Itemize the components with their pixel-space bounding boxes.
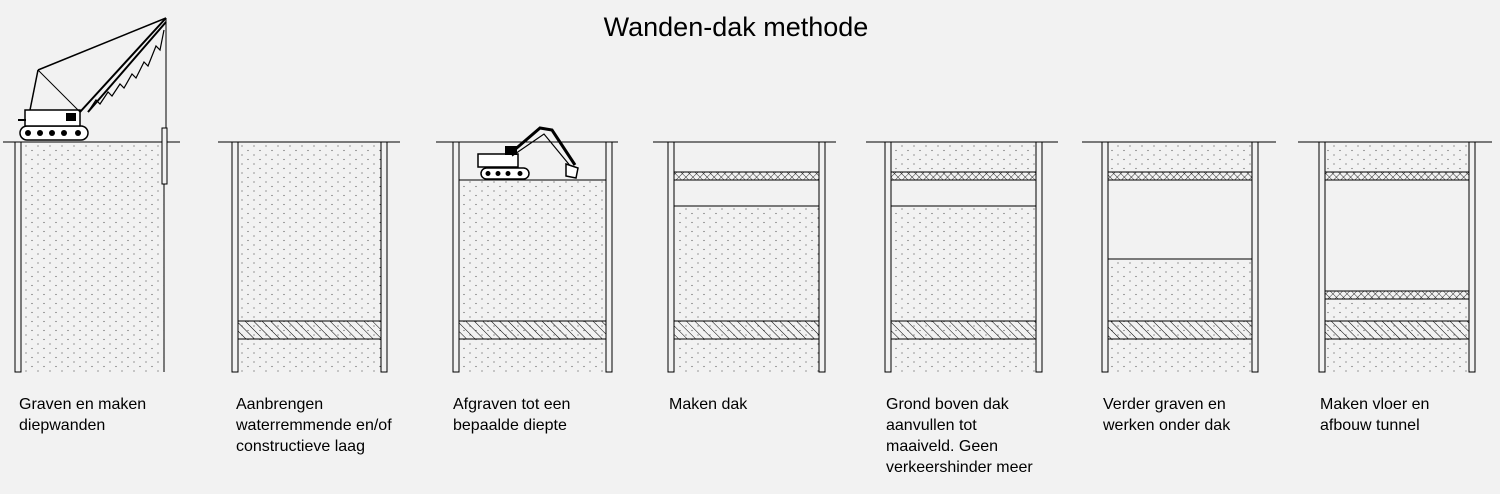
diaphragm-wall-left xyxy=(1318,141,1326,373)
step-5-panel xyxy=(866,141,1058,373)
step-4-panel xyxy=(653,141,836,373)
water-barrier-layer xyxy=(458,320,607,340)
step-6-panel xyxy=(1082,141,1276,373)
diaphragm-wall-left xyxy=(231,141,239,373)
soil xyxy=(891,206,1036,372)
roof-slab xyxy=(890,171,1037,181)
roof-slab xyxy=(1107,171,1253,181)
backfill-soil xyxy=(891,143,1036,172)
step-4-caption: Maken dak xyxy=(669,396,748,413)
water-barrier-layer xyxy=(237,320,382,340)
backfill-soil xyxy=(1325,143,1469,172)
water-barrier-layer xyxy=(673,320,820,340)
water-barrier-layer xyxy=(1324,320,1470,340)
soil xyxy=(459,180,606,372)
water-barrier-layer xyxy=(1107,320,1253,340)
diaphragm-wall-left xyxy=(452,141,460,373)
diaphragm-wall-right xyxy=(380,141,388,373)
step-6-caption: Verder graven en werken onder dak xyxy=(1103,396,1231,434)
soil xyxy=(1108,259,1252,372)
diaphragm-wall-left xyxy=(667,141,675,373)
diaphragm-wall-right xyxy=(1468,141,1476,373)
excavator-icon xyxy=(477,126,579,180)
crane-icon xyxy=(18,17,167,141)
step-7-panel xyxy=(1298,141,1492,373)
roof-slab xyxy=(1324,171,1470,181)
diagram-title: Wanden-dak methode xyxy=(603,12,869,42)
step-1-panel xyxy=(3,17,180,373)
floor-slab xyxy=(1324,290,1470,300)
roof-slab xyxy=(673,171,820,181)
step-3-panel xyxy=(436,126,618,373)
diaphragm-wall-left xyxy=(884,141,892,373)
soil xyxy=(674,206,819,372)
step-1-caption: Graven en maken diepwanden xyxy=(19,396,147,434)
soil xyxy=(21,143,164,372)
step-3-caption: Afgraven tot een bepaalde diepte xyxy=(453,396,571,434)
diaphragm-wall-left xyxy=(14,141,22,373)
step-2-caption: Aanbrengen waterremmende en/of construct… xyxy=(236,396,392,455)
diaphragm-wall-right xyxy=(818,141,826,373)
diaphragm-wall-in-progress xyxy=(161,127,168,185)
step-2-panel xyxy=(218,141,400,373)
step-7-caption: Maken vloer en afbouw tunnel xyxy=(1320,396,1430,434)
diaphragm-wall-right xyxy=(605,141,613,373)
diaphragm-wall-left xyxy=(1101,141,1109,373)
diaphragm-wall-right xyxy=(1035,141,1043,373)
diaphragm-wall-right xyxy=(1251,141,1259,373)
step-5-caption: Grond boven dak aanvullen tot maaiveld. … xyxy=(886,396,1033,476)
water-barrier-layer xyxy=(890,320,1037,340)
backfill-soil xyxy=(1108,143,1252,172)
